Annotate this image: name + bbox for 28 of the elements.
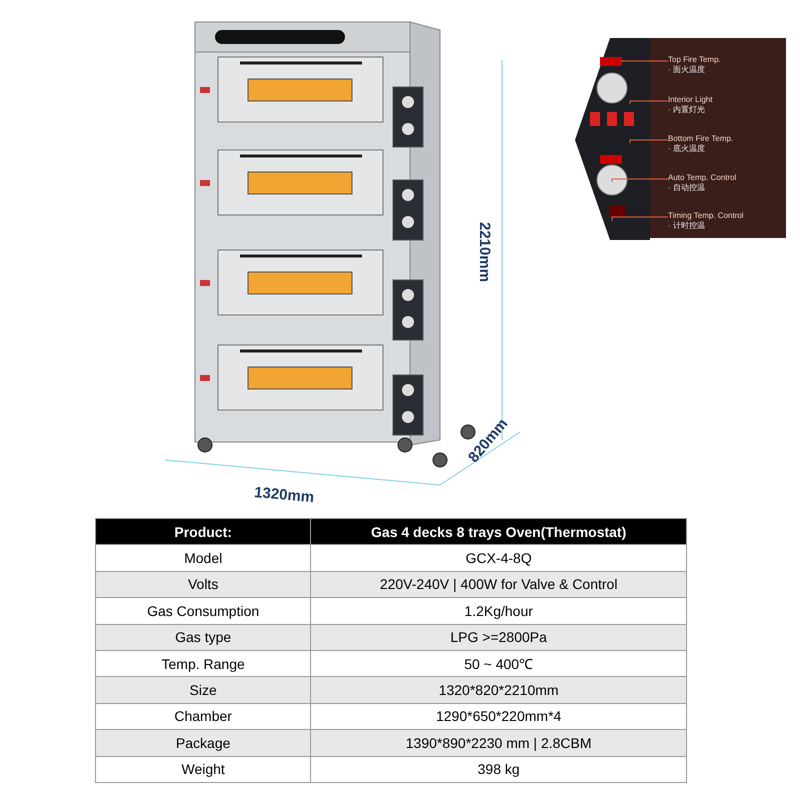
header-cell: Product: <box>96 518 311 545</box>
leader-line <box>630 140 668 144</box>
leader-line <box>630 100 668 104</box>
callout-label: Timing Temp. Control · 计时控温 <box>668 211 778 231</box>
callout-label: Auto Temp. Control · 自动控温 <box>668 173 778 193</box>
table-cell: Gas Consumption <box>96 598 311 624</box>
table-cell: 220V-240V | 400W for Valve & Control <box>310 571 686 598</box>
table-cell: Volts <box>96 571 311 598</box>
table-cell: Gas type <box>96 624 311 650</box>
leader-line <box>622 60 668 62</box>
dimension-label: 1320mm <box>254 484 315 506</box>
table-cell: 398 kg <box>310 756 686 782</box>
callout-label: Bottom Fire Temp. · 底火温度 <box>668 134 778 154</box>
table-cell: Size <box>96 676 311 704</box>
table-cell: LPG >=2800Pa <box>310 624 686 650</box>
table-cell: GCX-4-8Q <box>310 544 686 572</box>
table-cell: 1390*890*2230 mm | 2.8CBM <box>310 730 686 756</box>
table-cell: 1320*820*2210mm <box>310 676 686 704</box>
callout-label: Top Fire Temp. · 面火温度 <box>668 55 778 75</box>
table-cell: 1.2Kg/hour <box>310 598 686 624</box>
table-cell: Model <box>96 544 311 572</box>
callout-label: Interior Light · 内置灯光 <box>668 95 778 115</box>
leader-line <box>612 216 668 222</box>
dimension-label: 2210mm <box>476 222 493 282</box>
leader-line <box>612 178 668 182</box>
table-cell: Weight <box>96 756 311 782</box>
header-cell: Gas 4 decks 8 trays Oven(Thermostat) <box>310 518 686 545</box>
table-cell: Package <box>96 730 311 756</box>
